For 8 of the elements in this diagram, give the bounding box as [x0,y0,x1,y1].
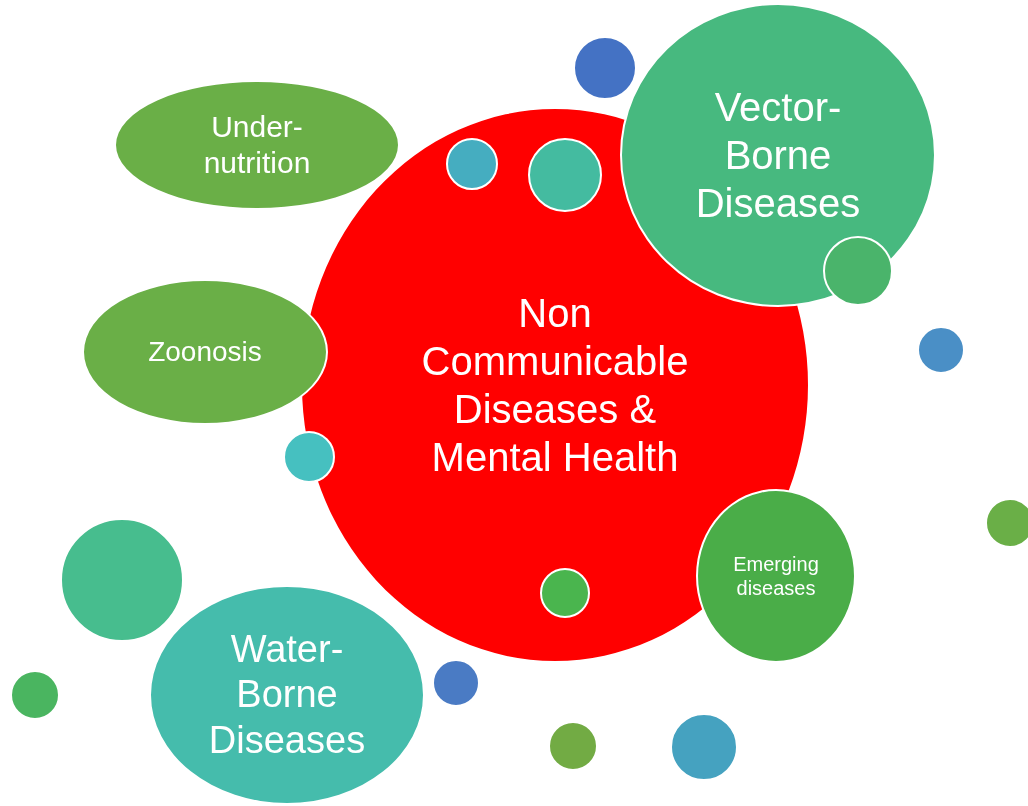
node-label: Non Communicable Diseases & Mental Health [420,290,690,481]
node-label: Zoonosis [147,335,263,369]
circle-shape [446,138,498,190]
circle-shape [540,568,590,618]
node-label: Under- nutrition [202,109,312,181]
node-label: Vector- Borne Diseases [694,84,862,227]
node-label: Water- Borne Diseases [207,626,367,763]
node-label: Emerging diseases [732,552,820,600]
